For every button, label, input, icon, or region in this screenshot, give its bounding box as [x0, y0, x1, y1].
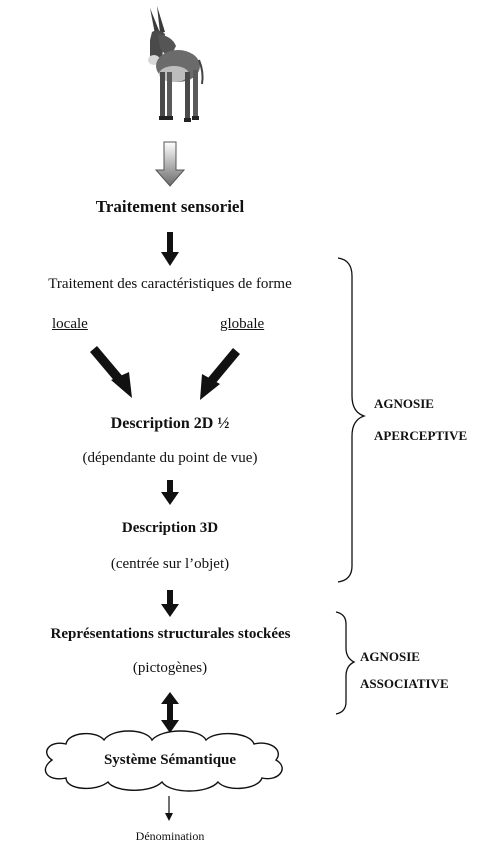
associative-brace	[335, 611, 356, 715]
associative-agnosia-line1: AGNOSIE	[360, 649, 420, 664]
sensory-processing-label: Traitement sensoriel	[95, 197, 245, 216]
shape-features-label: Traitement des caractéristiques de forme	[48, 276, 292, 292]
arrow-3d-to-structural	[161, 590, 179, 617]
naming-label: Dénomination	[135, 829, 205, 843]
arrow-structural-semantic-bidirectional	[161, 692, 179, 733]
description-3d-sub: (centrée sur l’objet)	[110, 556, 230, 572]
associative-agnosia-line2: ASSOCIATIVE	[360, 676, 449, 691]
arrow-semantic-to-naming	[165, 796, 173, 821]
structural-representations-sub: (pictogènes)	[132, 660, 208, 676]
donkey-image	[148, 6, 204, 122]
global-label: globale	[220, 316, 265, 332]
semantic-cloud	[44, 730, 283, 792]
description-2d-label: Description 2D ½	[110, 415, 230, 432]
description-3d-label: Description 3D	[121, 520, 219, 536]
sensory-input-arrow	[154, 141, 186, 187]
apperceptive-agnosia-line1: AGNOSIE	[374, 396, 434, 411]
semantic-system-label: Système Sémantique	[103, 752, 237, 768]
description-2d-sub: (dépendante du point de vue)	[82, 450, 258, 466]
local-label: locale	[52, 316, 88, 332]
arrow-global-to-2d	[200, 348, 240, 400]
apperceptive-brace	[337, 257, 367, 583]
arrow-local-to-2d	[90, 346, 132, 398]
arrow-sensory-to-shape	[161, 232, 179, 266]
apperceptive-agnosia-line2: APERCEPTIVE	[374, 428, 468, 443]
arrow-2d-to-3d	[161, 480, 179, 505]
structural-representations-label: Représentations structurales stockées	[50, 626, 291, 642]
